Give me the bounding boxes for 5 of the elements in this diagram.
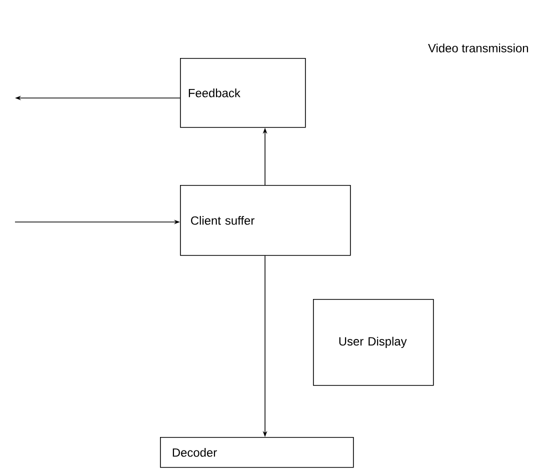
title: Video transmission: [428, 44, 528, 52]
process-box: Decoder: [160, 437, 354, 468]
process-box: Client suffer: [180, 185, 351, 256]
process-box: User Display: [313, 299, 434, 386]
process-box: Feedback: [180, 58, 306, 128]
